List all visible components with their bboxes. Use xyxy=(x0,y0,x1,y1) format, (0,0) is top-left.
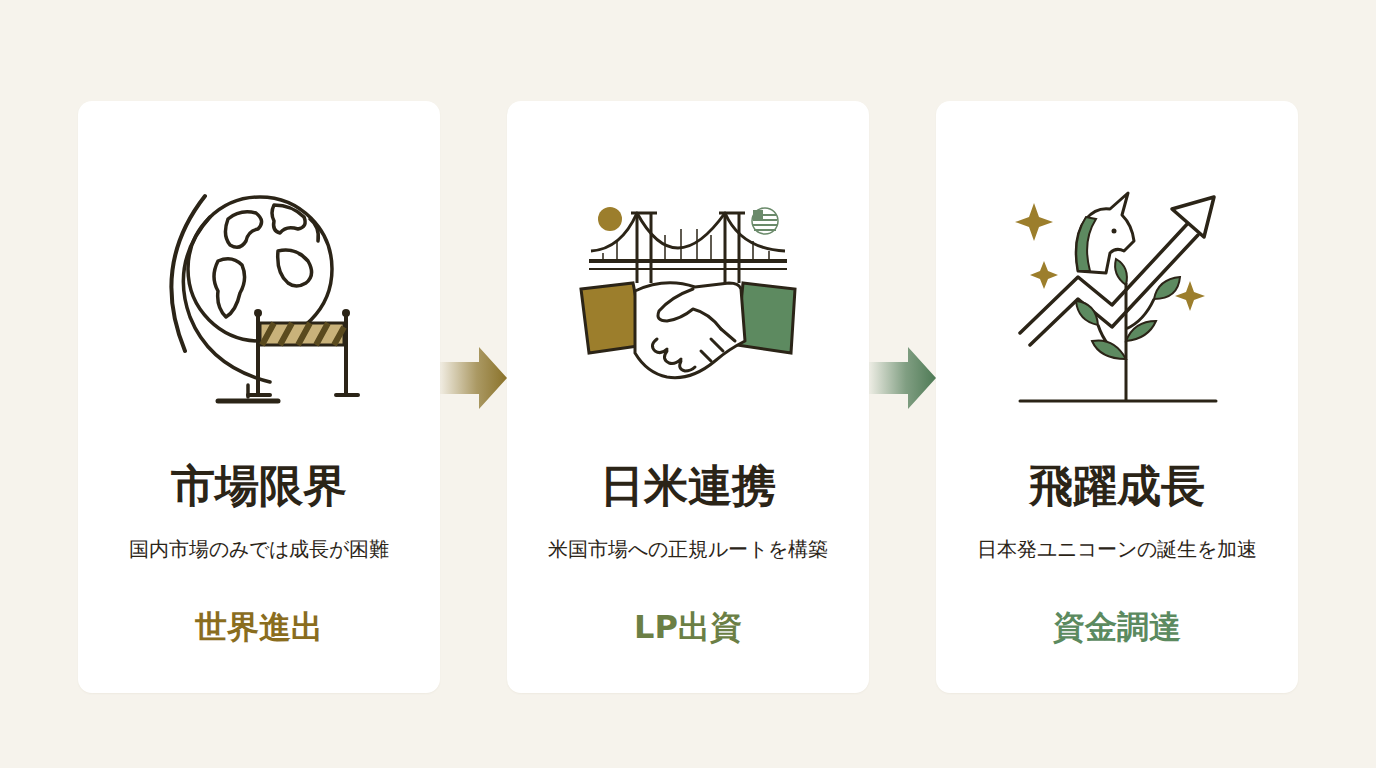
bridge-symbol xyxy=(589,259,787,263)
unicorn-head xyxy=(1076,193,1134,273)
sparkles xyxy=(1030,261,1058,289)
sparkles xyxy=(1175,281,1205,311)
card-tag: 世界進出 xyxy=(195,605,323,649)
globe-icon xyxy=(218,399,278,404)
sun-and-flag xyxy=(598,207,622,231)
handshake-symbol xyxy=(737,283,795,353)
plant-symbol xyxy=(1076,301,1098,325)
barrier-symbol xyxy=(254,309,262,317)
bridge-handshake-icon xyxy=(507,101,869,431)
barrier-symbol xyxy=(260,323,344,345)
step-card: 市場限界国内市場のみでは成長が困難世界進出 xyxy=(78,101,440,693)
barrier-symbol xyxy=(342,309,350,317)
growth-icon xyxy=(936,101,1298,431)
sun-and-flag xyxy=(753,210,763,219)
bridge-symbol xyxy=(589,213,787,283)
bridge-symbol xyxy=(603,229,769,261)
card-subtitle: 米国市場への正規ルートを構築 xyxy=(548,535,828,563)
sun-and-flag xyxy=(752,208,778,234)
sun-and-flag xyxy=(598,207,778,234)
growth-arrow xyxy=(1020,221,1190,333)
flow-arrow xyxy=(869,347,936,409)
globe-barrier-icon xyxy=(78,101,440,431)
card-subtitle: 国内市場のみでは成長が困難 xyxy=(129,535,389,563)
handshake-symbol xyxy=(581,283,795,378)
card-heading: 日米連携 xyxy=(600,456,776,516)
plant-symbol xyxy=(1020,400,1216,403)
unicorn-head xyxy=(1112,229,1117,234)
plant-symbol xyxy=(1154,277,1180,299)
step-card: 日米連携米国市場への正規ルートを構築 LP出資 xyxy=(507,101,869,693)
handshake-symbol xyxy=(635,283,745,378)
globe-icon xyxy=(310,219,318,241)
card-heading: 飛躍成長 xyxy=(1029,456,1205,516)
card-tag: 資金調達 xyxy=(1053,605,1181,649)
growth-arrow xyxy=(1020,197,1214,345)
sparkles xyxy=(1015,203,1053,241)
plant-symbol xyxy=(1092,340,1126,359)
flow-arrow xyxy=(440,347,507,409)
globe-icon xyxy=(171,196,332,401)
globe-icon xyxy=(272,205,305,233)
globe-icon xyxy=(225,212,261,247)
plant-symbol xyxy=(1126,321,1156,341)
barrier-symbol xyxy=(248,393,358,397)
growth-arrow xyxy=(1030,235,1198,345)
card-tag: LP出資 xyxy=(634,605,742,649)
unicorn-head xyxy=(1076,217,1096,271)
plant-symbol xyxy=(1115,259,1127,285)
bridge-symbol xyxy=(591,213,785,251)
card-heading: 市場限界 xyxy=(171,456,347,516)
card-subtitle: 日本発ユニコーンの誕生を加速 xyxy=(977,535,1257,563)
handshake-symbol xyxy=(652,339,695,371)
plant-symbol xyxy=(1020,259,1216,401)
handshake-symbol xyxy=(658,289,721,329)
barrier-symbol xyxy=(248,309,358,395)
unicorn-head xyxy=(1076,193,1134,273)
barrier-symbol xyxy=(262,323,344,345)
step-card: 飛躍成長日本発ユニコーンの誕生を加速資金調達 xyxy=(936,101,1298,693)
handshake-symbol xyxy=(635,283,745,378)
growth-arrow xyxy=(1172,197,1214,237)
globe-icon xyxy=(171,196,205,351)
handshake-symbol xyxy=(701,329,735,361)
globe-icon xyxy=(214,259,245,317)
bridge-symbol xyxy=(589,268,787,270)
globe-icon xyxy=(278,250,312,286)
